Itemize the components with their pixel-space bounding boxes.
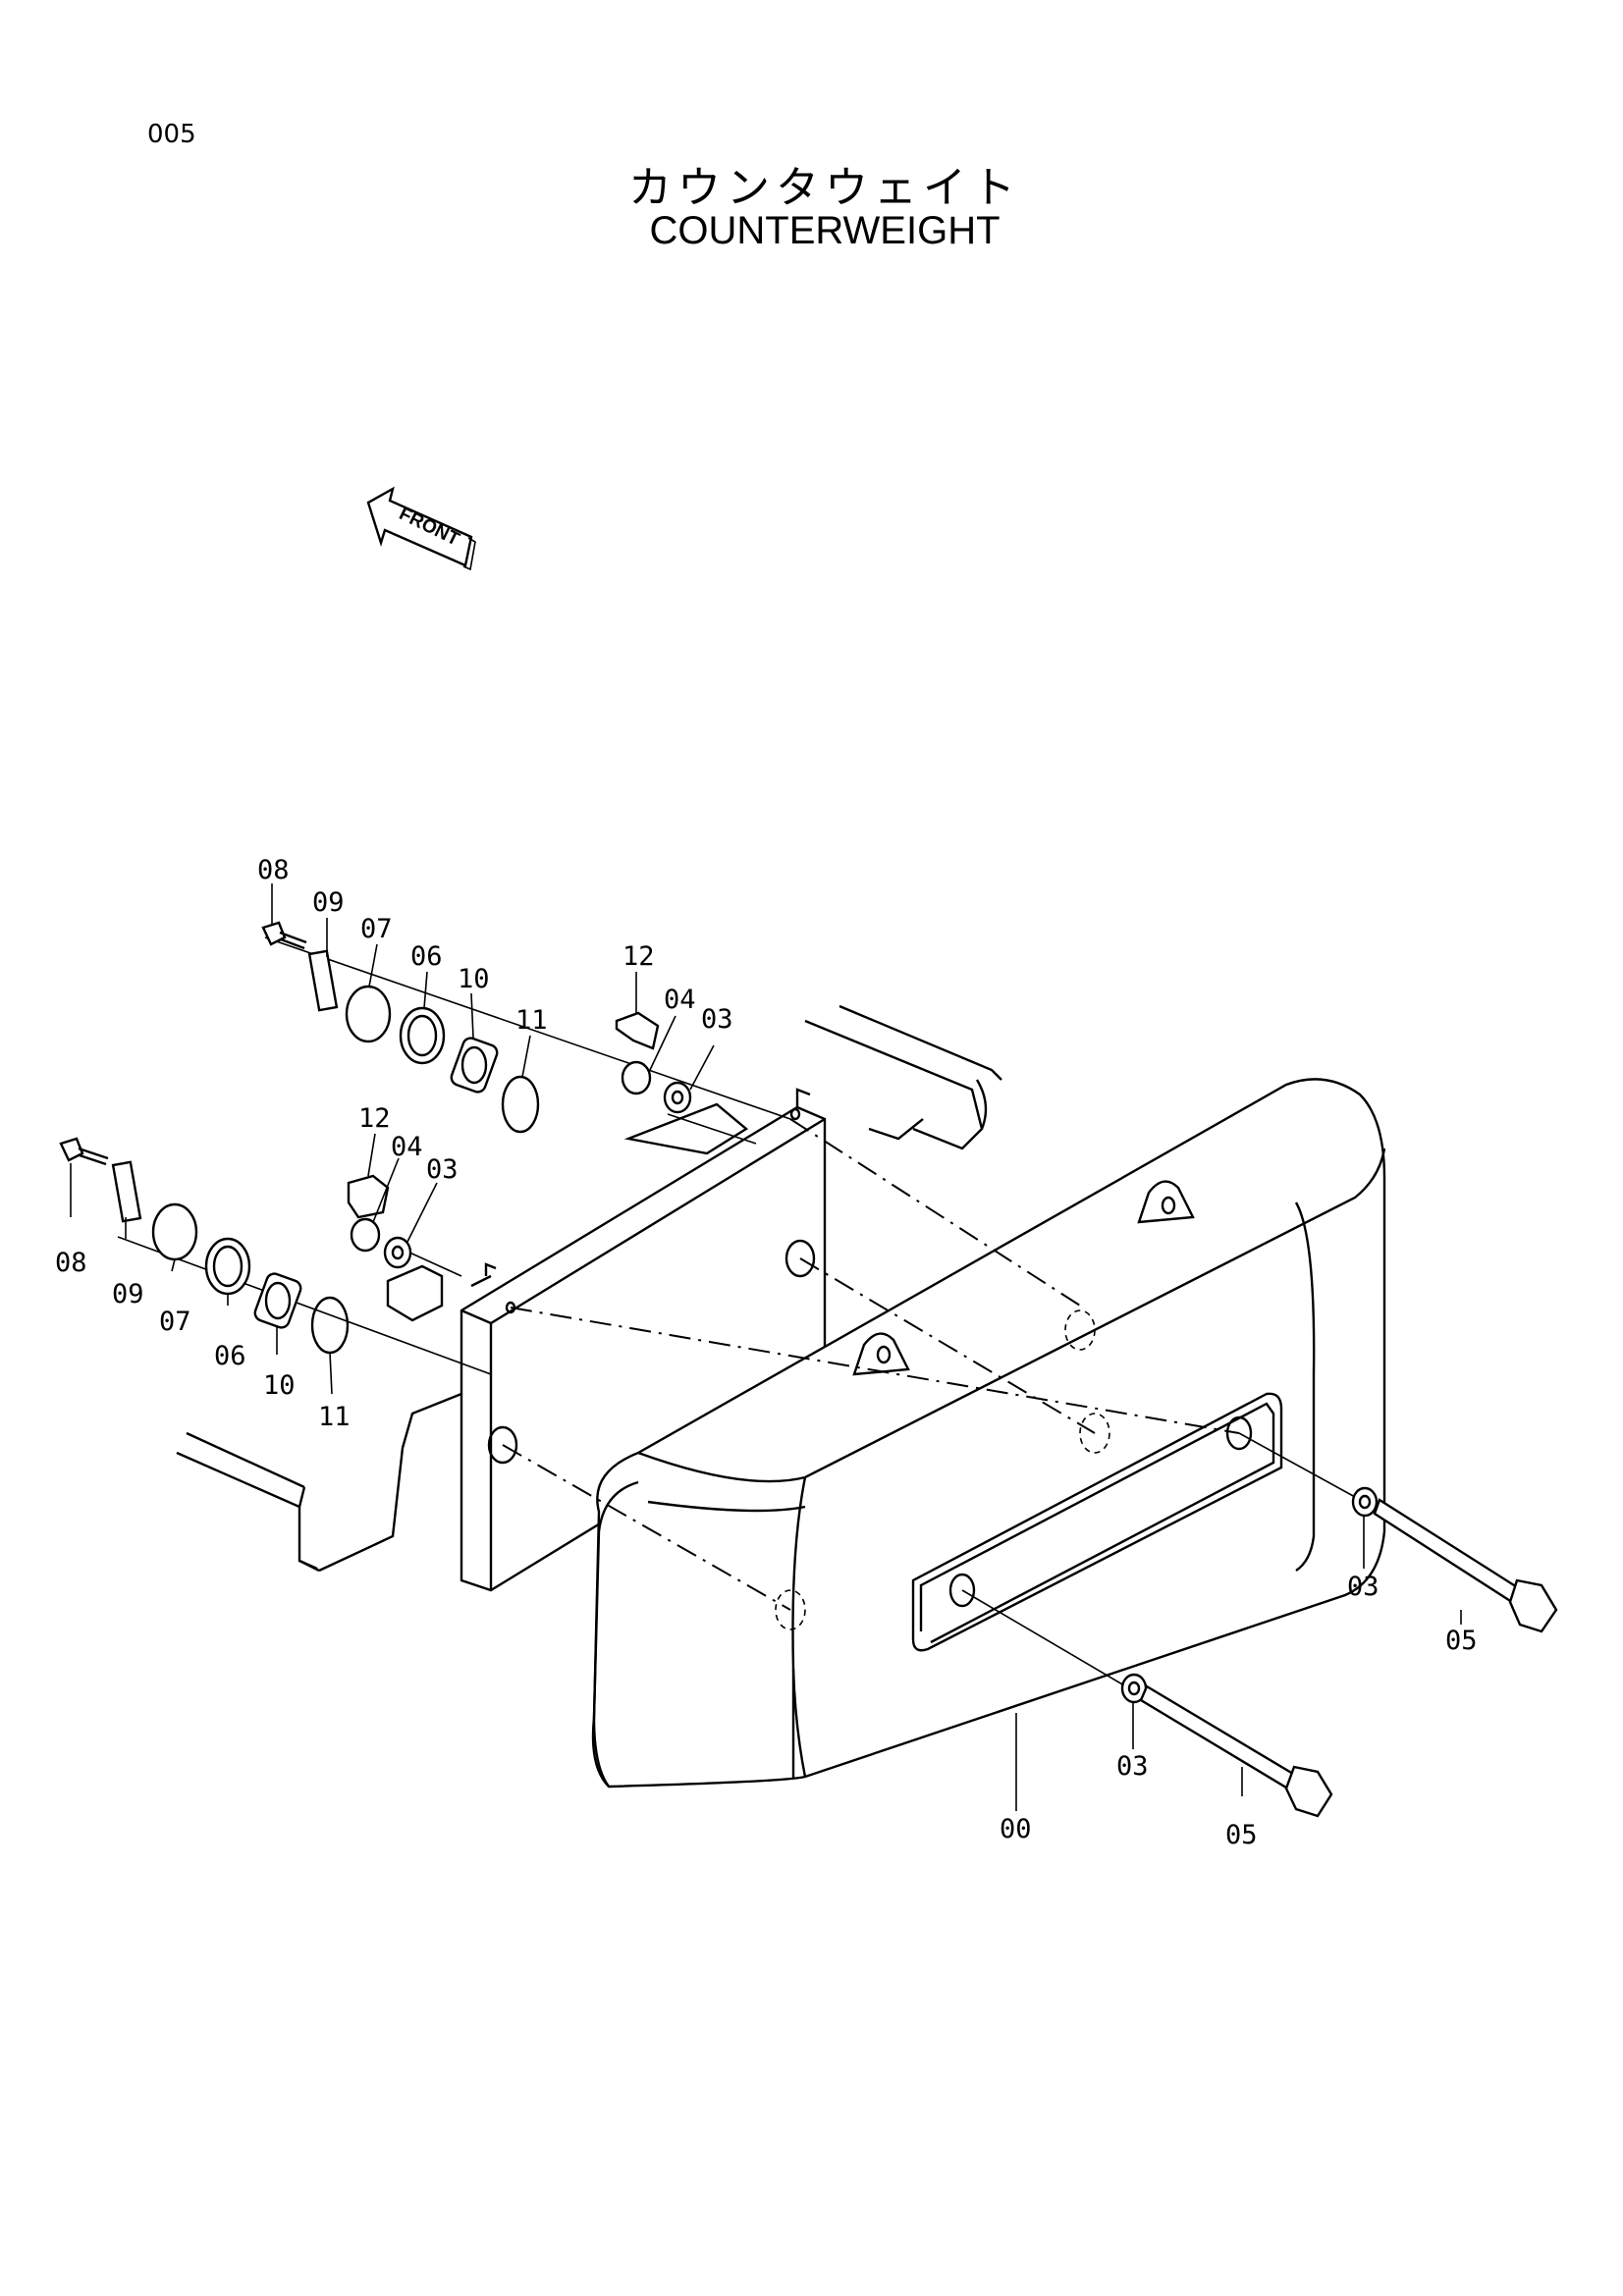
upper-hardware-stack: [261, 921, 692, 1134]
bolt-08-upper: [261, 921, 307, 950]
callout-label: 05: [1225, 1820, 1258, 1850]
upper-frame-outline: [804, 1004, 1002, 1150]
cap-07-upper: [345, 985, 392, 1043]
callout-label: 12: [622, 941, 655, 972]
callout-label: 03: [426, 1154, 459, 1185]
callout-label: 08: [257, 855, 290, 885]
ring-11-upper: [501, 1075, 540, 1134]
callout-label: 03: [1347, 1572, 1380, 1602]
callout-label: 08: [55, 1248, 87, 1278]
callout-label: 03: [701, 1004, 733, 1035]
page-number: 005: [147, 120, 196, 149]
counterweight-body: [591, 1078, 1386, 1789]
callout-labels: 08 09 07 06 10 11 12 04 03 12 04 03 08 0…: [55, 855, 1478, 1850]
block-12-lower: [347, 1174, 390, 1219]
callout-label: 00: [1000, 1814, 1032, 1844]
title-japanese: カウンタウェイト: [628, 163, 1021, 213]
front-label: FRONT: [396, 504, 462, 551]
callout-label: 10: [263, 1370, 296, 1401]
callout-label: 07: [159, 1307, 191, 1337]
ring-11-lower: [310, 1296, 350, 1355]
callout-label: 03: [1116, 1751, 1149, 1782]
plate-09-upper: [307, 949, 339, 1012]
front-arrow-icon: FRONT: [366, 486, 476, 571]
title-english: COUNTERWEIGHT: [649, 209, 1001, 252]
callout-label: 11: [318, 1402, 351, 1432]
callout-label: 06: [214, 1341, 246, 1371]
callout-label: 11: [515, 1005, 548, 1036]
nut-04-upper: [621, 1060, 652, 1095]
rear-bolt-05-lower: [1120, 1673, 1333, 1818]
callout-label: 05: [1445, 1626, 1478, 1656]
plate-10-upper: [450, 1037, 499, 1094]
lower-hardware-stack: [59, 1137, 412, 1355]
rear-bolt-05-upper: [1351, 1486, 1558, 1633]
callout-label: 07: [360, 914, 393, 944]
callout-label: 06: [410, 941, 443, 972]
callout-label: 09: [112, 1279, 144, 1309]
washer-03-upper: [663, 1081, 692, 1114]
callout-label: 10: [458, 964, 490, 994]
callout-label: 04: [391, 1132, 423, 1162]
block-12-upper: [615, 1011, 660, 1050]
callout-label: 04: [664, 985, 696, 1015]
plate-10-lower: [253, 1272, 302, 1329]
washer-03-lower: [383, 1236, 412, 1269]
cap-07-lower: [151, 1202, 198, 1261]
lower-frame-outline: [176, 1392, 462, 1573]
bolt-08-lower: [59, 1137, 109, 1166]
plate-09-lower: [111, 1160, 142, 1223]
assembly-centerlines: [117, 936, 1356, 1689]
callout-label: 12: [358, 1103, 391, 1134]
nut-04-lower: [350, 1217, 381, 1253]
leader-lines: [70, 883, 1462, 1811]
callout-label: 09: [312, 887, 345, 918]
